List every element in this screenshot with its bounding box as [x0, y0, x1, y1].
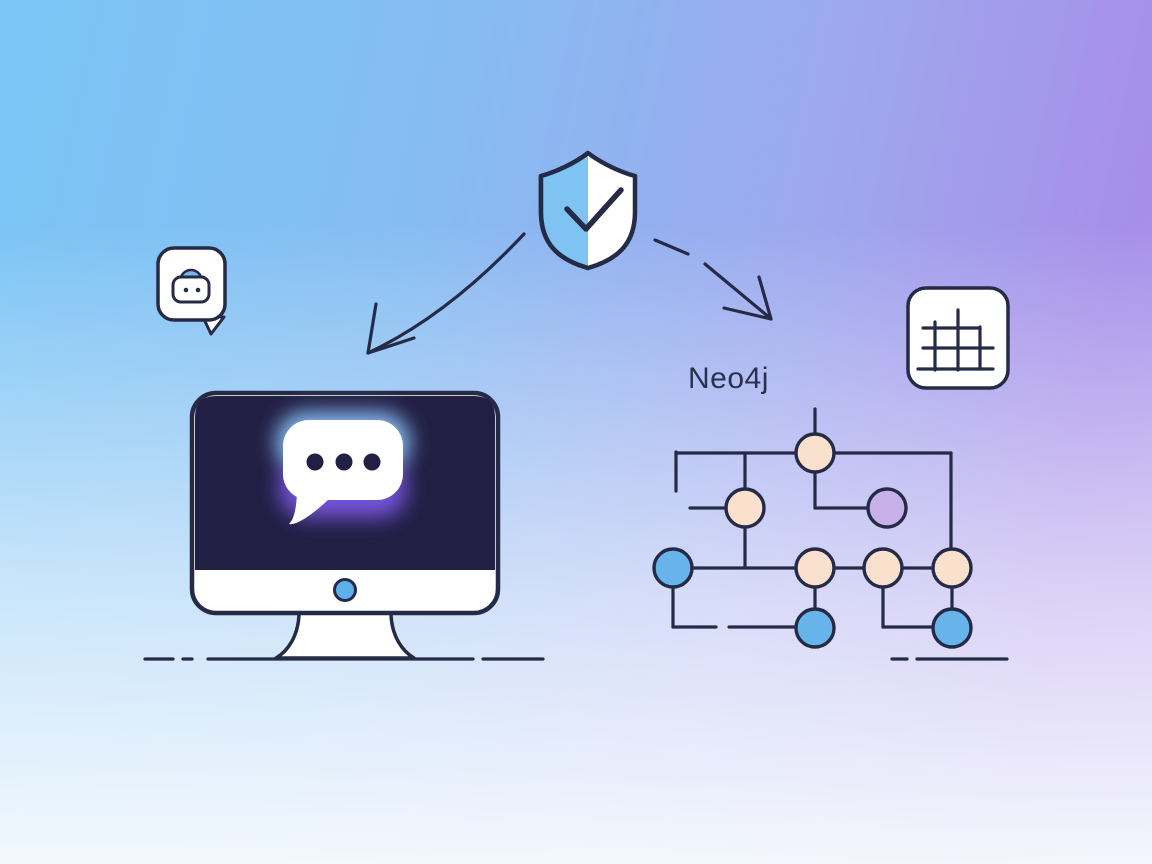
chat-bubble-typing-icon	[276, 412, 410, 525]
shield-check-icon	[538, 150, 638, 271]
monitor-stand	[274, 603, 416, 660]
graph-node-blue	[652, 547, 694, 589]
graph-node-peach	[794, 547, 836, 589]
graph-node-blue	[931, 607, 973, 649]
robot-head	[171, 275, 211, 304]
graph-layer	[652, 407, 973, 649]
power-dot	[333, 578, 357, 602]
curved-arrow-left-icon	[366, 232, 526, 355]
chat-bot-bubble-icon	[156, 246, 227, 336]
checkmark-icon	[564, 187, 624, 232]
graph-node-purple	[866, 487, 908, 529]
typing-dot	[306, 453, 324, 471]
typing-dot	[335, 453, 353, 471]
typing-dots	[306, 453, 381, 471]
typing-dot	[363, 453, 381, 471]
monitor-icon	[189, 390, 501, 616]
dashed-arrow-right-icon	[653, 238, 773, 321]
graph-node-blue	[794, 607, 836, 649]
robot-eye-right	[195, 287, 201, 293]
graph-node-peach	[724, 487, 766, 529]
table-grid-lines	[916, 308, 995, 372]
graph-node-peach	[931, 547, 973, 589]
shield-left-half	[538, 150, 588, 271]
robot-eye-left	[183, 287, 189, 293]
table-grid-icon	[906, 286, 1010, 390]
graph-node-peach	[862, 547, 904, 589]
graph-node-peach	[794, 432, 836, 474]
neo4j-label: Neo4j	[688, 362, 769, 395]
bubble-tail	[289, 494, 328, 525]
